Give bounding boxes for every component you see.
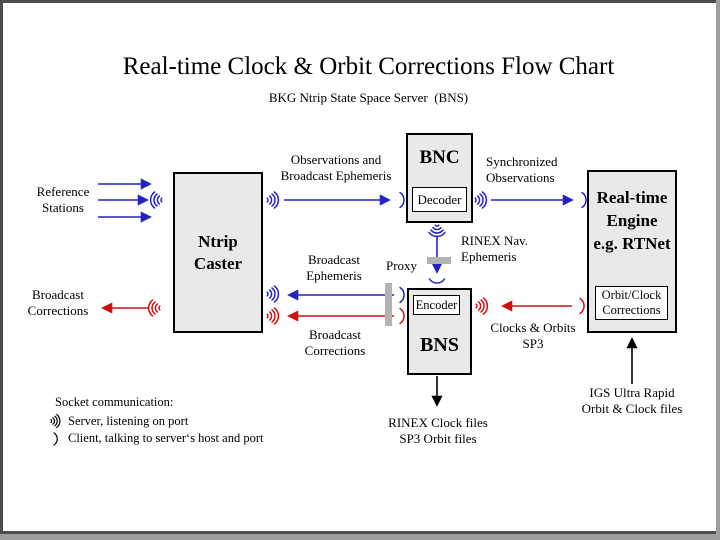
node-orbit-clock-corrections: Orbit/Clock Corrections xyxy=(595,286,668,320)
orbit-clock-label-line1: Orbit/Clock xyxy=(601,288,662,302)
label-rinex-clock-files: RINEX Clock files SP3 Orbit files xyxy=(388,415,488,446)
server-socket-icon-bnc-bottom xyxy=(428,224,446,238)
legend-server-socket-icon xyxy=(50,414,61,428)
client-socket-icon-bns-left-eph xyxy=(399,286,405,304)
frame-right-edge xyxy=(716,0,720,540)
ntrip-caster-label-line1: Ntrip xyxy=(198,231,238,251)
label-reference-stations: Reference Stations xyxy=(36,184,90,215)
bnc-title: BNC xyxy=(419,147,460,168)
label-broadcast-corrections-mid: Broadcast Corrections xyxy=(304,327,366,358)
client-socket-icon-bnc-left xyxy=(399,191,405,209)
encoder-label: Encoder xyxy=(415,297,458,312)
legend-server-text: Server, listening on port xyxy=(68,414,189,428)
frame-bottom-shadow xyxy=(0,534,720,540)
page-subtitle: BKG Ntrip State Space Server (BNS) xyxy=(268,90,469,105)
server-socket-icon-caster-right-obs xyxy=(266,191,280,209)
orbit-clock-label-line2: Corrections xyxy=(602,303,661,317)
server-socket-icon-caster-right-eph xyxy=(266,285,280,303)
label-rinex-nav-ephemeris: RINEX Nav. Ephemeris xyxy=(461,233,529,264)
client-socket-icon-engine-left-obs xyxy=(581,191,587,209)
server-socket-icon-caster-left-obs xyxy=(149,191,163,209)
bns-title: BNS xyxy=(420,334,459,356)
ntrip-caster-label-line2: Caster xyxy=(193,253,243,273)
node-bns: Encoder BNS xyxy=(407,288,472,375)
frame-bottom-edge xyxy=(3,531,716,534)
proxy-bar-horizontal xyxy=(427,257,451,264)
label-broadcast-corrections-left: Broadcast Corrections xyxy=(27,287,89,318)
node-ntrip-caster: Ntrip Caster xyxy=(173,172,263,333)
node-decoder: Decoder xyxy=(412,187,467,212)
proxy-bar-vertical xyxy=(385,283,392,326)
node-realtime-engine: Real-time Engine e.g. RTNet Orbit/Clock … xyxy=(587,170,677,333)
frame-top-edge xyxy=(0,0,720,3)
frame-left-edge xyxy=(0,0,3,534)
label-clocks-orbits-sp3: Clocks & Orbits SP3 xyxy=(490,320,576,351)
server-socket-icon-caster-right-corr xyxy=(266,307,280,325)
client-socket-icon-engine-left-clk xyxy=(579,297,585,315)
label-synchronized-observations: Synchronized Observations xyxy=(486,154,558,185)
decoder-label: Decoder xyxy=(417,191,462,207)
engine-title-line1: Real-time xyxy=(596,188,668,207)
legend-client-text: Client, talking to server‘s host and por… xyxy=(68,431,264,445)
client-socket-icon-bns-left-corr xyxy=(399,307,405,325)
legend-client-socket-icon xyxy=(53,432,58,446)
server-socket-icon-bns-right xyxy=(475,297,489,315)
engine-title-line3: e.g. RTNet xyxy=(593,234,671,253)
label-broadcast-ephemeris-mid: Broadcast Ephemeris xyxy=(306,252,362,283)
client-socket-icon-bns-top xyxy=(428,278,446,284)
page-title: Real-time Clock & Orbit Corrections Flow… xyxy=(122,53,615,80)
server-socket-icon-caster-left-corr xyxy=(147,299,161,317)
legend-heading: Socket communication: xyxy=(55,395,174,409)
engine-title: Real-time Engine e.g. RTNet xyxy=(589,186,675,255)
label-proxy: Proxy xyxy=(386,258,418,273)
node-encoder: Encoder xyxy=(413,295,460,315)
label-observations-broadcast-ephemeris: Observations and Broadcast Ephemeris xyxy=(280,152,392,183)
engine-title-line2: Engine xyxy=(606,211,658,230)
node-bnc: BNC Decoder xyxy=(406,133,473,223)
label-igs-ultra-rapid: IGS Ultra Rapid Orbit & Clock files xyxy=(581,385,683,416)
server-socket-icon-bnc-right xyxy=(474,191,488,209)
